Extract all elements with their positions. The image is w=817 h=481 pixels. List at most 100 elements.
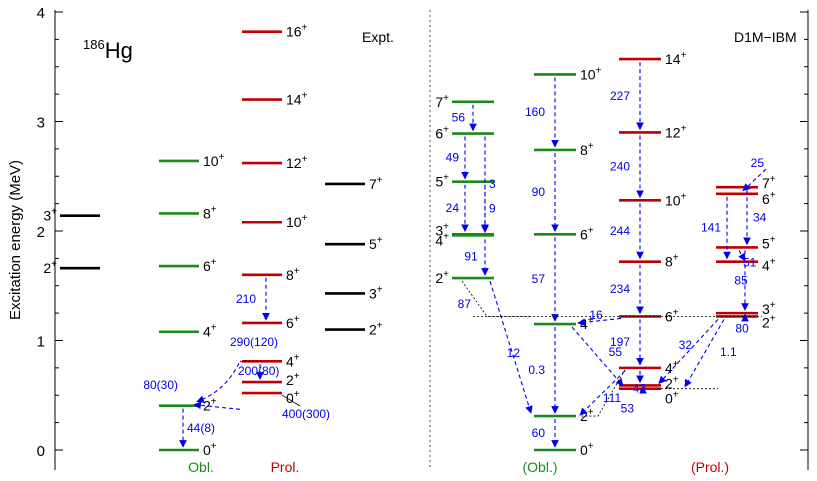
parity: + [294, 389, 300, 400]
y-tick-label: 1 [37, 334, 45, 351]
spin-label: 2+ [580, 407, 594, 424]
spin-value: 8 [203, 205, 211, 221]
spin-label: 2+ [369, 321, 383, 338]
spin-value: 10 [580, 66, 596, 82]
spin-value: 10 [665, 192, 681, 208]
spin-value: 12 [665, 124, 681, 140]
spin-label: 6+ [435, 125, 449, 142]
spin-label: 10+ [286, 213, 308, 230]
transition-label: 55 [609, 345, 623, 359]
spin-value: 16 [286, 24, 302, 40]
spin-label: 2+ [762, 313, 776, 330]
parity: + [377, 284, 383, 295]
transition-label: 111 [603, 391, 622, 405]
parity: + [443, 231, 449, 242]
spin-label: 12+ [286, 154, 308, 171]
transition-label: 210 [236, 292, 256, 306]
parity: + [588, 441, 594, 452]
parity: + [770, 174, 776, 185]
transition-label: 34 [753, 210, 767, 224]
transition-label: 197 [610, 335, 630, 349]
spin-value: 2 [203, 398, 211, 414]
theory-panel-label: D1M−IBM [734, 29, 797, 45]
spin-value: 3 [43, 208, 51, 224]
transition-label: 85 [734, 273, 748, 287]
intraband-connector [461, 280, 532, 317]
transition-arrow [658, 319, 719, 384]
transition-arrow [577, 317, 622, 327]
parity: + [294, 371, 300, 382]
nucleus-label: 186Hg [83, 37, 133, 63]
parity: + [211, 441, 217, 452]
spin-label: 6+ [203, 257, 217, 274]
parity: + [302, 154, 308, 165]
spin-value: 5 [369, 236, 377, 252]
spin-label: 2+ [203, 397, 217, 414]
transition-label: 53 [621, 402, 635, 416]
spin-label: 5+ [762, 234, 776, 251]
spin-value: 10 [286, 214, 302, 230]
transition-curve [196, 363, 240, 403]
spin-label: 7+ [369, 175, 383, 192]
parity: + [673, 253, 679, 264]
spin-label: 14+ [665, 50, 687, 67]
spin-value: 6 [435, 126, 443, 142]
spin-label: 7+ [435, 93, 449, 110]
transition-label: 56 [452, 111, 466, 125]
transition-label: 80(30) [143, 378, 178, 392]
parity: + [211, 257, 217, 268]
transition-label: 43 [633, 382, 647, 396]
y-tick-label: 4 [37, 5, 45, 22]
spin-label: 8+ [580, 141, 594, 158]
spin-value: 10 [203, 153, 219, 169]
parity: + [294, 314, 300, 325]
spin-value: 4 [580, 316, 588, 332]
transition-label: 1.1 [720, 345, 737, 359]
transition-label: 25 [751, 156, 765, 170]
spin-label: 2+ [665, 374, 679, 391]
transition-arrow [489, 280, 533, 414]
plot-frame [54, 10, 809, 470]
transition-label: 400(300) [282, 407, 330, 421]
spin-value: 3 [435, 222, 443, 238]
transition-label: 200(80) [238, 364, 279, 378]
spin-label: 0+ [580, 441, 594, 458]
spin-value: 6 [762, 191, 770, 207]
spin-label: 10+ [580, 65, 602, 82]
parity: + [770, 234, 776, 245]
y-tick-label: 3 [37, 115, 45, 132]
spin-label: 0+ [286, 389, 300, 406]
column-caption: Prol. [271, 459, 300, 475]
spin-label: 3+ [762, 300, 776, 317]
spin-value: 2 [369, 322, 377, 338]
spin-label: 4+ [286, 352, 300, 369]
transition-label: 91 [464, 250, 478, 264]
transition-label: 49 [446, 151, 460, 165]
parity: + [770, 257, 776, 268]
spin-value: 8 [580, 142, 588, 158]
transition-label: 32 [679, 338, 693, 352]
transition-label: 24 [446, 201, 460, 215]
spin-label: 2+ [43, 259, 57, 276]
spin-label: 4+ [203, 323, 217, 340]
spin-label: 2+ [286, 371, 300, 388]
spin-value: 2 [762, 314, 770, 330]
spin-label: 6+ [286, 314, 300, 331]
spin-label: 3+ [435, 221, 449, 238]
spin-value: 4 [435, 232, 443, 248]
parity: + [770, 313, 776, 324]
intraband-connector [580, 369, 626, 417]
parity: + [294, 352, 300, 363]
parity: + [219, 152, 225, 163]
parity: + [51, 207, 57, 218]
parity: + [673, 307, 679, 318]
transition-label: 9 [489, 202, 496, 216]
spin-label: 7+ [762, 174, 776, 191]
parity: + [443, 125, 449, 136]
spin-label: 2+ [435, 269, 449, 286]
parity: + [443, 93, 449, 104]
transition-label: 87 [458, 297, 472, 311]
parity: + [51, 259, 57, 270]
spin-value: 5 [762, 235, 770, 251]
